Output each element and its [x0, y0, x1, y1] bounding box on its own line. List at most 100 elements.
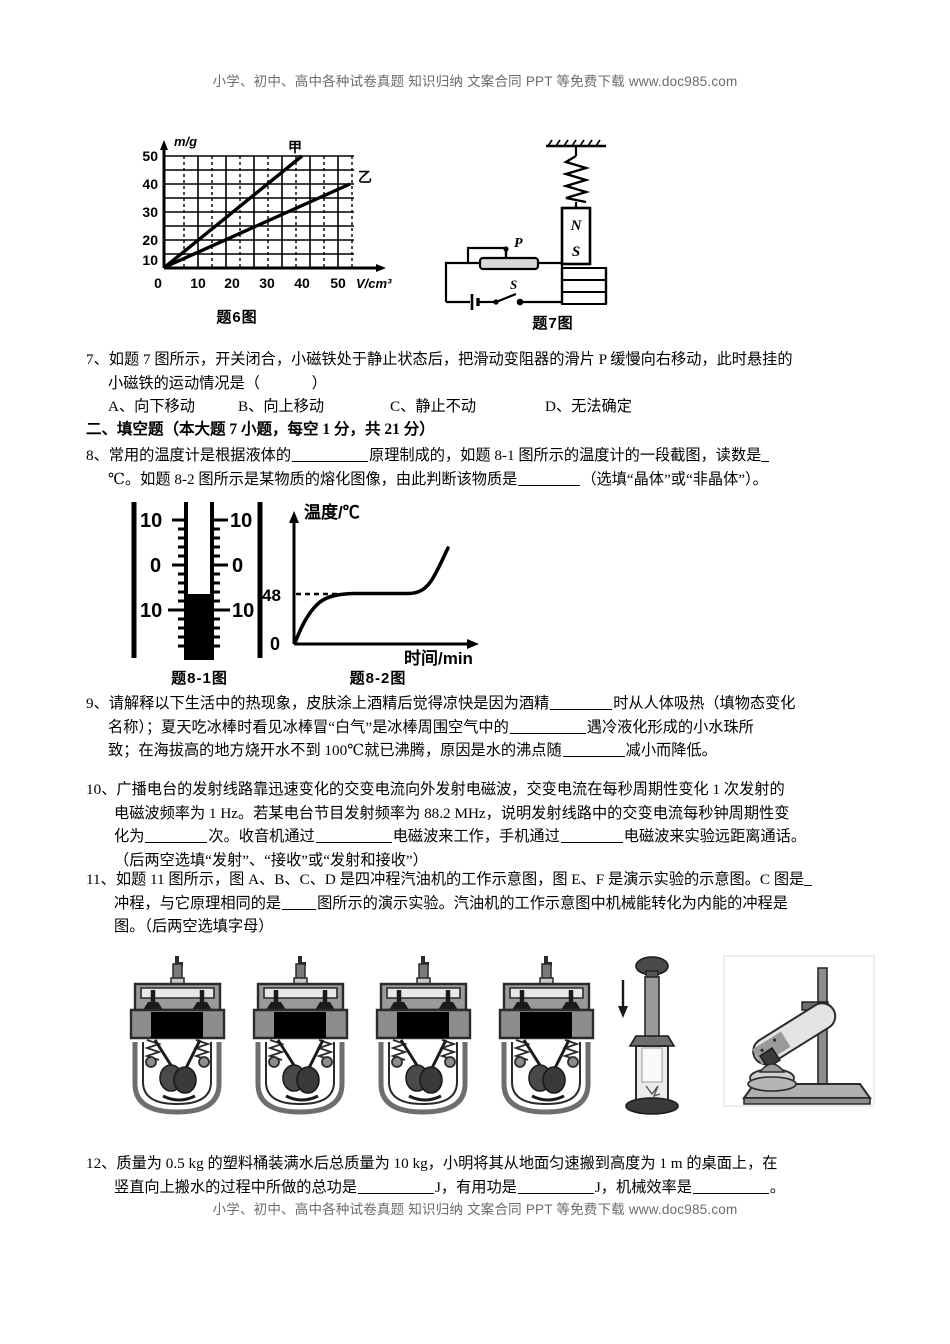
scale-label-left-minus10: 10	[140, 600, 162, 622]
question-10-number: 10、	[86, 781, 117, 798]
section-2-heading-wrap: 二、填空题（本大题 7 小题，每空 1 分，共 21 分）	[86, 418, 876, 442]
option-c[interactable]: C、静止不动	[390, 398, 477, 415]
question-8-line-1: 8、常用的温度计是根据液体的原理制成的，如题 8-1 图所示的温度计的一段截图，…	[86, 444, 876, 468]
answer-blank[interactable]	[315, 829, 392, 843]
answer-blank[interactable]	[509, 720, 586, 734]
x-tick-30: 30	[259, 275, 275, 291]
y-tick-20: 20	[142, 232, 158, 248]
scale-label-right-0: 0	[232, 555, 243, 577]
x-axis-label: V/cm³	[356, 276, 392, 291]
y-tick-50: 50	[142, 148, 158, 164]
y-tick-40: 40	[142, 176, 158, 192]
scale-label-right-10: 10	[230, 510, 252, 532]
scale-label-left-0: 0	[150, 555, 161, 577]
figure-11	[112, 944, 882, 1126]
engine-stroke-d	[500, 956, 593, 1112]
answer-blank[interactable]	[517, 1180, 594, 1194]
y-tick-10: 10	[142, 252, 158, 268]
y-axis-label: 温度/℃	[304, 502, 360, 522]
question-10-line-2: 电磁波频率为 1 Hz。若某电台节目发射频率为 88.2 MHz，说明发射线路中…	[114, 804, 790, 822]
question-8: 8、常用的温度计是根据液体的原理制成的，如题 8-1 图所示的温度计的一段截图，…	[86, 444, 876, 491]
y-tick-48: 48	[262, 586, 281, 605]
y-axis-label: m/g	[174, 134, 197, 149]
option-b[interactable]: B、向上移动	[238, 398, 325, 415]
option-a[interactable]: A、向下移动	[108, 398, 195, 415]
engine-stroke-c	[377, 956, 470, 1112]
figure-7-circuit: N S P	[444, 139, 608, 310]
section-2-heading: 二、填空题（本大题 7 小题，每空 1 分，共 21 分）	[86, 421, 435, 438]
question-10-line-1: 10、广播电台的发射线路靠迅速变化的交变电流向外发射电磁波，交变电流在每秒周期性…	[86, 781, 785, 798]
figure-11-diagrams	[112, 944, 875, 1115]
question-11-line-2: 冲程，与它原理相同的是图所示的演示实验。汽油机的工作示意图中机械能转化为内能的冲…	[114, 894, 788, 912]
question-11-line-3: 图。（后两空选填字母）	[114, 918, 274, 935]
x-tick-40: 40	[294, 275, 310, 291]
option-d[interactable]: D、无法确定	[545, 398, 632, 415]
question-12-number: 12、	[86, 1155, 117, 1172]
question-8-line-2: ℃。如题 8-2 图所示是某物质的熔化图像，由此判断该物质是（选填“晶体”或“非…	[108, 470, 768, 488]
engine-stroke-a	[131, 956, 224, 1112]
question-10-line-4: （后两空选填“发射”、“接收”或“发射和接收”）	[114, 851, 428, 869]
series-label-jia: 甲	[288, 139, 302, 155]
answer-blank[interactable]	[804, 872, 813, 886]
figure-8-1-thermometer: 10 10 0 0 10 10	[131, 502, 263, 660]
question-12-line-1: 12、质量为 0.5 kg 的塑料桶装满水后总质量为 10 kg，小明将其从地面…	[86, 1155, 778, 1172]
watermark-bottom: 小学、初中、高中各种试卷真题 知识归纳 文案合同 PPT 等免费下载 www.d…	[212, 1202, 738, 1217]
origin-label: 0	[270, 634, 280, 654]
question-9-line-1: 9、请解释以下生活中的热现象，皮肤涂上酒精后觉得凉快是因为酒精时从人体吸热（填物…	[86, 695, 796, 712]
answer-blank[interactable]	[518, 472, 581, 486]
demo-experiment-e	[618, 956, 679, 1115]
question-11-number: 11、	[86, 871, 116, 888]
figure-7: N S P	[428, 132, 658, 332]
scale-label-right-minus10: 10	[232, 600, 254, 622]
question-9-line-3: 致；在海拔高的地方烧开水不到 100℃就已沸腾，原因是水的沸点随减小而降低。	[108, 742, 717, 759]
series-label-yi: 乙	[358, 169, 372, 185]
answer-blank[interactable]	[562, 743, 625, 757]
x-tick-20: 20	[224, 275, 240, 291]
question-9-line-2: 名称）；夏天吃冰棒时看见冰棒冒“白气”是冰棒周围空气中的遇冷液化形成的小水珠所	[108, 718, 754, 736]
question-7-number: 7、	[86, 351, 109, 368]
question-11-line-1: 11、如题 11 图所示，图 A、B、C、D 是四冲程汽油机的工作示意图，图 E…	[86, 868, 876, 892]
question-10: 10、广播电台的发射线路靠迅速变化的交变电流向外发射电磁波，交变电流在每秒周期性…	[86, 778, 876, 872]
y-tick-30: 30	[142, 204, 158, 220]
figure-6-caption: 题6图	[216, 309, 258, 326]
answer-blank[interactable]	[761, 448, 770, 462]
scale-label-left-10: 10	[140, 510, 162, 532]
question-7-options: A、向下移动 B、向上移动 C、静止不动 D、无法确定	[86, 395, 876, 418]
x-axis-label: 时间/min	[404, 648, 473, 666]
slider-p-label: P	[514, 236, 523, 251]
answer-blank[interactable]	[358, 1180, 434, 1194]
figure-8-1: 10 10 0 0 10 10 题8-1图	[112, 498, 287, 687]
watermark-top: 小学、初中、高中各种试卷真题 知识归纳 文案合同 PPT 等免费下载 www.d…	[212, 74, 738, 89]
figure-6: 50 40 30 20 10 0 10 20 30 40 50 m/g V/cm…	[112, 132, 402, 326]
figure-8-2: 48 0 温度/℃ 时间/min 题8-2图	[258, 498, 558, 687]
answer-blank[interactable]	[292, 448, 369, 462]
switch-s-label: S	[510, 277, 517, 292]
question-7-line-1: 7、如题 7 图所示，开关闭合，小磁铁处于静止状态后，把滑动变阻器的滑片 P 缓…	[86, 351, 793, 368]
answer-blank[interactable]	[145, 829, 208, 843]
question-9: 9、请解释以下生活中的热现象，皮肤涂上酒精后觉得凉快是因为酒精时从人体吸热（填物…	[86, 692, 876, 763]
magnet-south-label: S	[572, 244, 580, 260]
question-7: 7、如题 7 图所示，开关闭合，小磁铁处于静止状态后，把滑动变阻器的滑片 P 缓…	[86, 348, 876, 418]
x-tick-0: 0	[154, 275, 162, 291]
answer-blank[interactable]	[692, 1180, 769, 1194]
engine-stroke-b	[254, 956, 347, 1112]
figure-7-caption: 题7图	[532, 315, 574, 332]
answer-blank[interactable]	[550, 696, 613, 710]
answer-blank[interactable]	[560, 829, 623, 843]
answer-blank[interactable]	[282, 896, 317, 910]
x-tick-10: 10	[190, 275, 206, 291]
question-11: 11、如题 11 图所示，图 A、B、C、D 是四冲程汽油机的工作示意图，图 E…	[86, 868, 876, 939]
question-9-number: 9、	[86, 695, 109, 712]
demo-experiment-f	[723, 955, 875, 1107]
magnet-north-label: N	[570, 218, 583, 234]
figure-8-2-chart: 48 0 温度/℃ 时间/min	[262, 502, 479, 666]
question-12: 12、质量为 0.5 kg 的塑料桶装满水后总质量为 10 kg，小明将其从地面…	[86, 1152, 876, 1199]
x-tick-50: 50	[330, 275, 346, 291]
figure-6-chart: 50 40 30 20 10 0 10 20 30 40 50 m/g V/cm…	[142, 134, 392, 291]
figure-8-2-caption: 题8-2图	[349, 670, 407, 687]
question-7-line-2: 小磁铁的运动情况是（ ）	[108, 374, 327, 392]
question-10-line-3: 化为次。收音机通过电磁波来工作，手机通过电磁波来实验远距离通话。	[114, 828, 806, 845]
figure-8-1-caption: 题8-1图	[171, 670, 228, 687]
